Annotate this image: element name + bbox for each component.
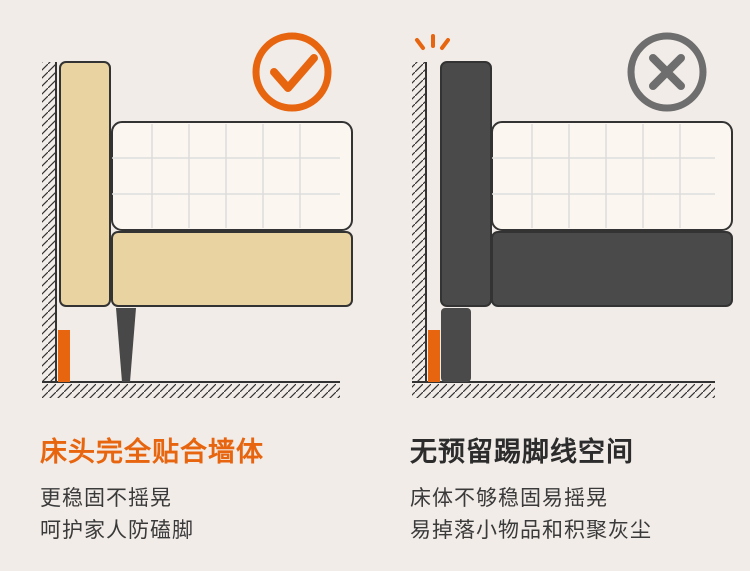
headboard-gap-illustration <box>412 32 733 398</box>
check-icon <box>252 32 332 112</box>
correct-line-1: 更稳固不摇晃 <box>40 486 172 510</box>
mattress <box>491 121 733 231</box>
cross-icon <box>627 32 707 112</box>
correct-example-panel: 床头完全贴合墙体 更稳固不摇晃 呵护家人防磕脚 <box>40 32 353 546</box>
wrong-description: 床体不够稳固易摇晃 易掉落小物品和积聚灰尘 <box>410 482 652 546</box>
bed-frame <box>491 231 733 307</box>
wall <box>42 62 57 382</box>
correct-line-2: 呵护家人防磕脚 <box>40 518 194 542</box>
skirting-board <box>428 330 440 382</box>
skirting-board <box>58 330 70 382</box>
mattress <box>111 121 353 231</box>
correct-description: 更稳固不摇晃 呵护家人防磕脚 <box>40 482 194 546</box>
correct-heading: 床头完全贴合墙体 <box>40 437 264 468</box>
wrong-example-panel: 无预留踢脚线空间 床体不够稳固易摇晃 易掉落小物品和积聚灰尘 <box>375 0 750 571</box>
impact-mark-icon <box>415 34 450 50</box>
wrong-heading: 无预留踢脚线空间 <box>410 437 634 468</box>
headboard <box>59 61 111 307</box>
wrong-line-1: 床体不够稳固易摇晃 <box>410 486 608 510</box>
headboard-flush-illustration <box>42 32 353 398</box>
wall <box>412 62 427 382</box>
wrong-line-2: 易掉落小物品和积聚灰尘 <box>410 518 652 542</box>
headboard <box>440 61 492 307</box>
bed-frame <box>111 231 353 307</box>
floor <box>42 381 340 398</box>
bed-leg <box>116 308 136 382</box>
headboard-leg <box>441 308 471 382</box>
floor <box>412 381 715 398</box>
